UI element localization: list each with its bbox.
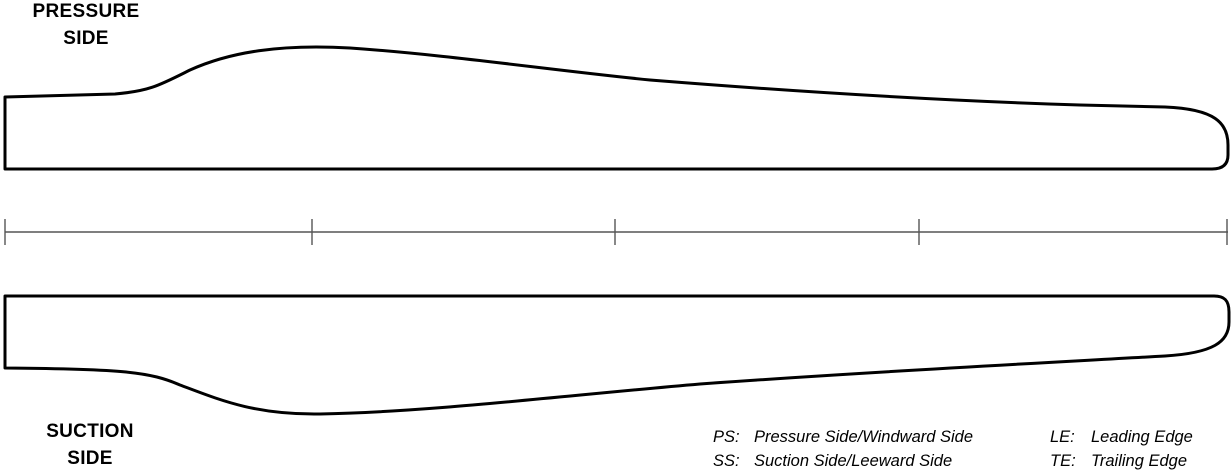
legend-item-le: LE: Leading Edge [1050,425,1193,449]
pressure-side-label-line-2: SIDE [63,28,109,49]
legend-side-definitions: PS: Pressure Side/Windward Side SS: Suctio… [713,425,973,473]
suction-side-blade-outline [3,294,1231,416]
legend-item-ss: SS: Suction Side/Leeward Side [713,449,973,473]
legend-abbr: LE: [1050,428,1075,446]
legend-text: Pressure Side/Windward Side [754,428,974,446]
span-scale [4,219,1228,245]
pressure-side-blade-outline [3,45,1230,171]
legend-edge-definitions: LE: Leading Edge TE: Trailing Edge [1050,425,1193,473]
legend-abbr: TE: [1050,452,1076,470]
suction-side-label: SUCTION SIDE [31,418,149,472]
suction-side-label-line-2: SIDE [67,448,113,469]
legend-text: Leading Edge [1091,428,1193,446]
legend-item-ps: PS: Pressure Side/Windward Side [713,425,973,449]
legend-item-te: TE: Trailing Edge [1050,449,1193,473]
suction-side-label-line-1: SUCTION [46,421,134,442]
pressure-side-label-line-1: PRESSURE [32,1,140,22]
pressure-side-label: PRESSURE SIDE [8,0,164,52]
legend-abbr: SS: [713,452,740,470]
legend-text: Trailing Edge [1091,452,1187,470]
legend-text: Suction Side/Leeward Side [754,452,953,470]
legend-abbr: PS: [713,428,740,446]
